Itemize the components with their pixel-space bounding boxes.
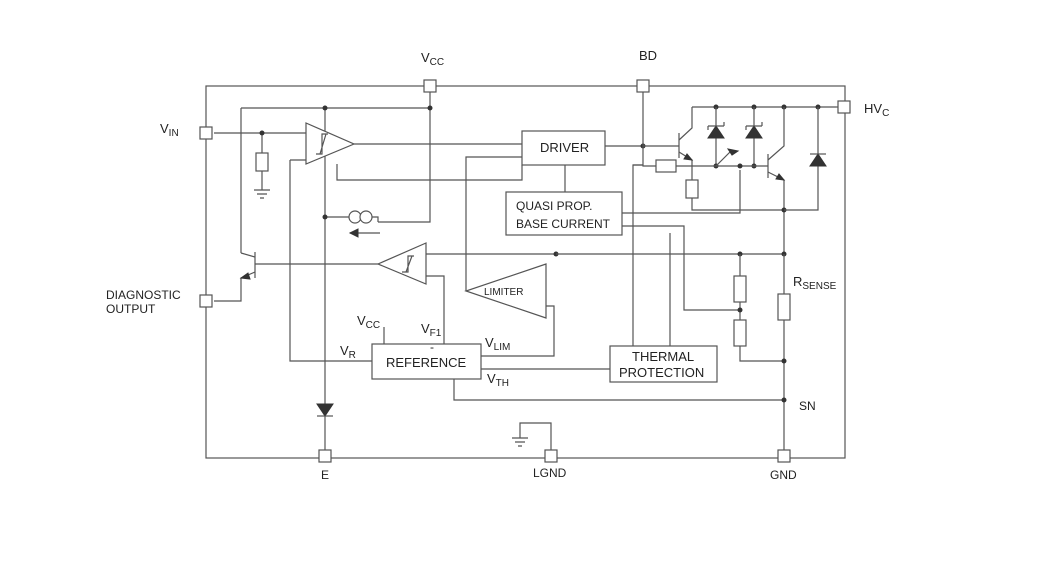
lgnd-ground [512,422,552,450]
thermal-block: THERMAL PROTECTION [609,164,718,383]
e-pin [318,449,332,463]
diagnostic-transistor [214,252,378,302]
gnd-pin-label: GND [770,468,797,482]
hvc-pin-label: HVC [864,101,889,119]
reference-block: REFERENCE [371,327,784,401]
vcc-rail [240,86,433,253]
e-pin-label: E [321,468,329,482]
vcc-pin [423,79,437,93]
quasi-prop-block: QUASI PROP. BASE CURRENT [505,170,741,311]
driver-label: DRIVER [540,140,589,155]
vr-label: VR [340,343,356,361]
diagnostic-label-line2: OUTPUT [106,302,156,316]
vlim-label: VLIM [485,335,510,353]
driver-block: DRIVER [521,130,646,192]
vcc-ref-label: VCC [357,313,380,331]
thermal-label-line2: PROTECTION [619,365,704,380]
vin-pin-label: VIN [160,121,179,139]
quasi-label-line1: QUASI PROP. [516,199,592,213]
bd-pin-label: BD [639,48,657,63]
vin-input-network [214,130,306,199]
vth-label: VTH [487,371,509,389]
limiter-block: LIMITER [464,156,555,357]
sn-label: SN [799,399,816,413]
output-stage [642,86,838,254]
diagnostic-comparator [376,242,784,344]
diagnostic-pin [199,294,213,308]
thermal-label-line1: THERMAL [632,349,694,364]
vin-pin [199,126,213,140]
input-comparator [289,122,523,362]
chip-outline [205,85,846,459]
vf1-minus: - [430,340,434,354]
current-source [325,210,380,238]
vf1-label: VF1 [421,321,442,339]
lgnd-pin-label: LGND [533,466,567,480]
gnd-pin [777,449,791,463]
diagnostic-label-line1: DIAGNOSTIC [106,288,181,302]
quasi-label-line2: BASE CURRENT [516,217,611,231]
sense-network [733,251,791,458]
lgnd-pin [544,449,558,463]
bd-pin [636,79,650,93]
vcc-pin-label: VCC [421,50,444,68]
limiter-label: LIMITER [484,287,523,298]
hvc-pin [837,100,851,114]
reference-label: REFERENCE [386,355,467,370]
rsense-label: RSENSE [793,274,837,292]
e-line [316,214,334,450]
